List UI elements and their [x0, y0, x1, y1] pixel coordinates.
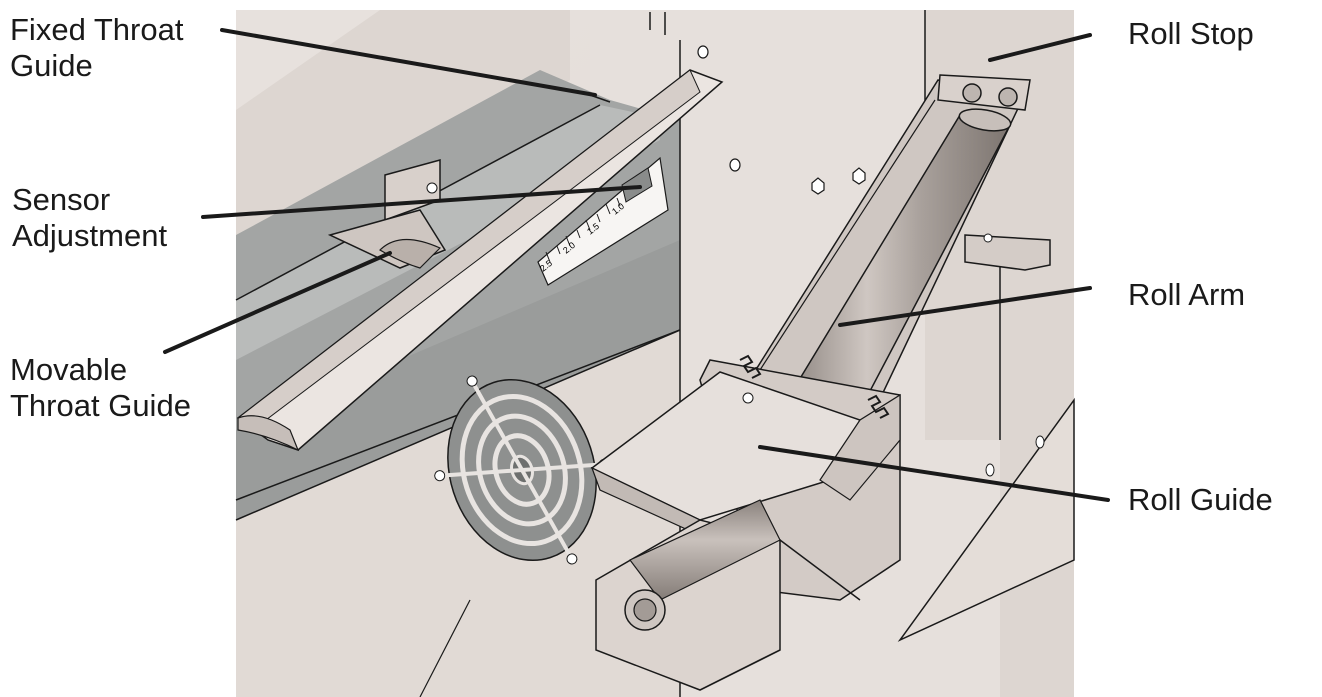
leader-fixed-throat-guide: [220, 28, 597, 97]
label-roll-guide: Roll Guide: [1128, 482, 1273, 518]
label-sensor-adjustment: Sensor Adjustment: [12, 182, 167, 254]
fan-grille: [434, 375, 610, 565]
label-sensor-adjustment-line2: Adjustment: [12, 218, 168, 253]
label-movable-throat-guide-line1: Movable: [10, 352, 128, 387]
label-roll-arm-text: Roll Arm: [1128, 277, 1246, 312]
label-roll-arm: Roll Arm: [1128, 277, 1245, 313]
label-roll-guide-text: Roll Guide: [1128, 482, 1273, 517]
label-fixed-throat-guide: Fixed Throat Guide: [10, 12, 183, 84]
leader-roll-stop: [988, 33, 1092, 62]
sensor-scale: 2.5 2.0 1.5 1.0: [537, 156, 669, 286]
wall-holes: [649, 12, 866, 195]
leader-roll-guide: [758, 445, 1110, 502]
label-fixed-throat-guide-line1: Fixed Throat: [10, 12, 184, 47]
label-movable-throat-guide: Movable Throat Guide: [10, 352, 191, 424]
label-fixed-throat-guide-line2: Guide: [10, 48, 93, 83]
label-sensor-adjustment-line1: Sensor: [12, 182, 111, 217]
roll-guide-part: [590, 354, 901, 691]
roll-arm-part: [738, 74, 1031, 421]
label-roll-stop: Roll Stop: [1128, 16, 1254, 52]
label-movable-throat-guide-line2: Throat Guide: [10, 388, 191, 423]
leader-sensor-adjustment: [201, 185, 642, 219]
leader-lines: [163, 28, 1110, 502]
leader-roll-arm: [838, 286, 1092, 327]
fixed-throat-guide-rail: [236, 69, 724, 452]
leader-movable-throat-guide: [163, 251, 392, 354]
label-roll-stop-text: Roll Stop: [1128, 16, 1254, 51]
